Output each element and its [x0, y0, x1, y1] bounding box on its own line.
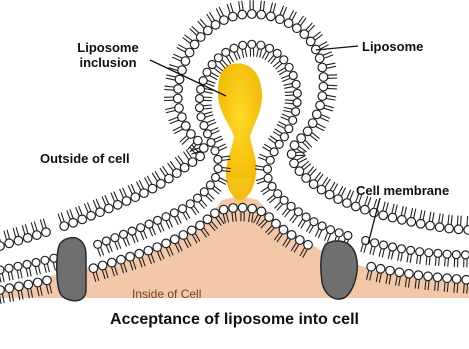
diagram-title: Acceptance of liposome into cell: [0, 310, 469, 330]
label-liposome-inclusion: Liposome inclusion: [62, 40, 154, 70]
lipid-outer: [426, 212, 435, 230]
lipid-inner: [462, 251, 469, 267]
lipid-inner: [284, 107, 300, 115]
lipid-inner: [32, 259, 40, 275]
lipid-inner: [379, 241, 387, 257]
lipid-outer: [227, 3, 237, 21]
lipid-outer: [164, 94, 182, 103]
lipid-inner: [452, 251, 460, 267]
lipid-inner: [196, 95, 212, 103]
lipid-outer: [454, 216, 463, 234]
label-outside-of-cell: Outside of cell: [40, 151, 130, 166]
lipid-outer: [300, 23, 314, 38]
lipid-inner: [196, 104, 212, 112]
lipid-inner: [255, 165, 271, 173]
lipid-inner: [14, 262, 22, 278]
lipid-outer: [267, 3, 276, 21]
lipid-outer: [166, 104, 184, 113]
lipid-inner: [416, 248, 424, 264]
lipid-inner: [0, 266, 4, 282]
lipid-outer: [435, 214, 444, 232]
label-inside-of-cell: Inside of Cell: [132, 287, 201, 302]
lipid-inner: [388, 243, 396, 259]
lipid-inner: [434, 249, 442, 265]
label-cell-membrane: Cell membrane: [356, 183, 449, 198]
lipid-outer: [257, 1, 266, 19]
lipid-outer: [319, 82, 337, 91]
lipid-outer: [238, 1, 247, 19]
lipid-inner: [5, 264, 13, 280]
lipid-inner: [285, 99, 301, 107]
lipid-inner: [398, 245, 406, 261]
lipid-inner: [443, 250, 451, 266]
lipid-outer: [22, 225, 32, 243]
lipid-outer: [31, 222, 41, 240]
membrane-protein-right: [321, 241, 357, 299]
lipid-outer: [318, 92, 336, 101]
lipid-outer: [4, 230, 14, 248]
lipid-outer: [180, 130, 195, 145]
lipid-inner: [200, 188, 214, 201]
lipid-inner: [248, 40, 256, 56]
lipid-outer: [190, 27, 205, 42]
leader-membrane: [368, 198, 380, 244]
lipid-inner: [275, 196, 288, 210]
membrane-protein-left: [57, 238, 86, 301]
lipid-outer: [58, 213, 68, 230]
lipid-outer: [248, 1, 257, 19]
lipid-outer: [166, 75, 184, 84]
lipid-inner: [239, 41, 247, 57]
lipid-outer: [379, 202, 388, 220]
lipid-inner: [284, 80, 300, 88]
lipid-outer: [316, 101, 333, 111]
lipid-outer: [407, 209, 416, 227]
lipid-outer: [398, 207, 407, 225]
lipid-outer: [464, 217, 469, 235]
lipid-inner: [361, 237, 370, 253]
lipid-outer: [361, 197, 371, 215]
lipid-inner: [197, 112, 213, 121]
lipid-inner: [285, 89, 301, 97]
lipid-outer: [416, 211, 425, 229]
lipid-inner: [370, 239, 379, 255]
lipid-outer: [13, 228, 23, 246]
lipid-outer: [165, 85, 183, 94]
lipid-outer: [370, 200, 380, 217]
lipid-outer: [445, 215, 454, 233]
lipid-outer: [0, 233, 4, 251]
lipid-inner: [23, 260, 31, 276]
lipid-outer: [388, 204, 397, 222]
lipid-inner: [407, 246, 415, 262]
lipid-inner: [425, 249, 433, 265]
lipid-outer: [40, 219, 50, 236]
lipid-inner: [41, 256, 49, 272]
lipid-inner: [256, 174, 272, 183]
lipid-outer: [319, 73, 337, 82]
label-liposome: Liposome: [362, 39, 423, 54]
lipid-outer: [318, 63, 336, 72]
